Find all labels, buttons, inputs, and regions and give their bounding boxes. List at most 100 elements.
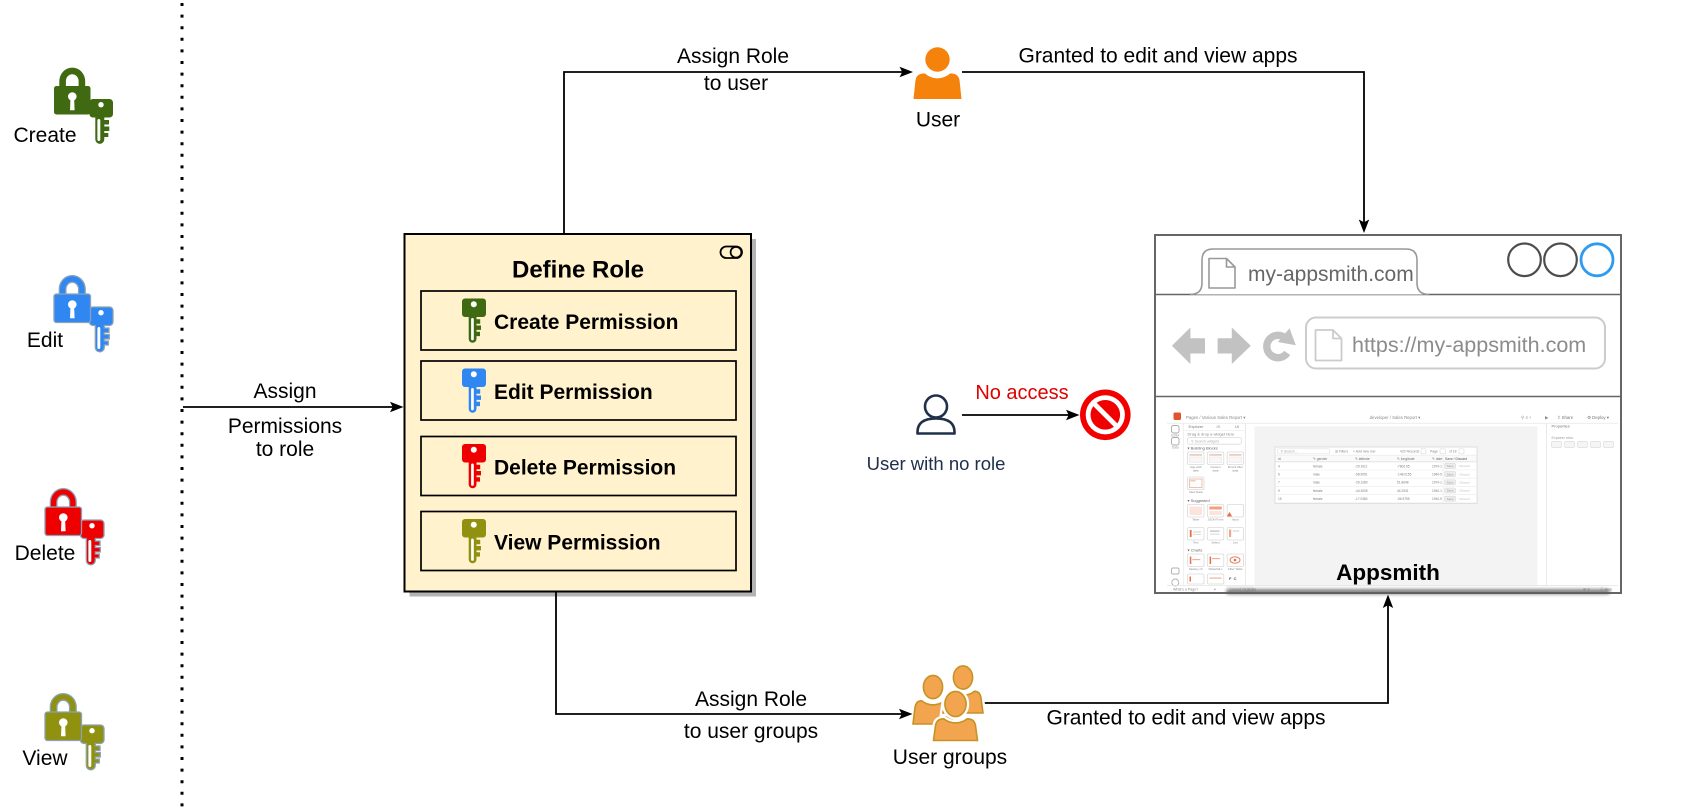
- svg-text:⚲ 4 +: ⚲ 4 +: [1521, 415, 1532, 420]
- svg-text:1940-5: 1940-5: [1432, 473, 1442, 477]
- svg-text:User groups: User groups: [893, 746, 1007, 769]
- svg-text:Create Permission: Create Permission: [494, 311, 678, 334]
- svg-text:-148.0155: -148.0155: [1397, 473, 1412, 477]
- svg-text:-29.1911: -29.1911: [1355, 464, 1368, 468]
- svg-text:Discard: Discard: [1459, 472, 1470, 476]
- svg-text:to user: to user: [704, 72, 768, 95]
- svg-text:App with: App with: [1190, 465, 1202, 469]
- svg-text:List: List: [1233, 541, 1238, 545]
- svg-text:Save: Save: [1447, 464, 1454, 468]
- svg-text:Edit Permission: Edit Permission: [494, 381, 653, 404]
- svg-text:https://my-appsmith.com: https://my-appsmith.com: [1352, 333, 1586, 357]
- svg-text:UI: UI: [1235, 424, 1239, 429]
- svg-text:Editor: Editor: [1171, 434, 1180, 438]
- svg-text:15: 15: [1278, 497, 1282, 501]
- svg-text:female: female: [1313, 497, 1323, 501]
- svg-text:Explorer view: Explorer view: [1552, 436, 1574, 440]
- svg-text:female: female: [1313, 489, 1323, 493]
- svg-text:Assign Role: Assign Role: [677, 45, 789, 68]
- svg-text:Input: Input: [1232, 518, 1239, 522]
- svg-text:-7802.95: -7802.95: [1397, 464, 1410, 468]
- svg-text:1940-5: 1940-5: [1432, 497, 1442, 501]
- svg-text:Waterfall c: Waterfall c: [1208, 567, 1223, 571]
- svg-text:Delete: Delete: [15, 542, 76, 565]
- svg-text:+ Add new row: + Add new row: [1353, 449, 1376, 453]
- svg-text:Assign: Assign: [253, 380, 316, 403]
- svg-text:No access: No access: [975, 382, 1068, 404]
- svg-text:Sankey ch: Sankey ch: [1189, 567, 1203, 571]
- svg-text:Find & filter: Find & filter: [1228, 465, 1243, 469]
- svg-text:-58.9051: -58.9051: [1355, 473, 1368, 477]
- svg-text:my-appsmith.com: my-appsmith.com: [1248, 263, 1414, 286]
- svg-text:9: 9: [1278, 489, 1280, 493]
- svg-text:-17.0384: -17.0384: [1355, 497, 1368, 501]
- svg-text:420 Records: 420 Records: [1400, 449, 1420, 453]
- svg-text:44.2531: 44.2531: [1397, 489, 1409, 493]
- svg-text:male: male: [1313, 473, 1320, 477]
- svg-text:Discard: Discard: [1459, 489, 1470, 493]
- svg-text:Assign Role: Assign Role: [695, 688, 807, 711]
- svg-text:▶: ▶: [1545, 415, 1549, 420]
- svg-text:Select: Select: [1211, 541, 1220, 545]
- svg-text:ⓘ Help: ⓘ Help: [1600, 586, 1612, 591]
- svg-text:1940-1: 1940-1: [1432, 489, 1442, 493]
- svg-text:View Permission: View Permission: [494, 532, 661, 555]
- svg-text:What's a Page?: What's a Page?: [1173, 587, 1198, 591]
- svg-text:✎ latitude: ✎ latitude: [1355, 457, 1370, 461]
- svg-text:51.8648: 51.8648: [1397, 481, 1409, 485]
- svg-text:Save: Save: [1447, 497, 1454, 501]
- svg-text:▾ Building Blocks: ▾ Building Blocks: [1188, 446, 1218, 451]
- svg-text:Drag & drop a widget here: Drag & drop a widget here: [1188, 431, 1235, 436]
- svg-text:JSON Form: JSON Form: [1208, 518, 1224, 522]
- svg-text:Discard: Discard: [1459, 497, 1470, 501]
- svg-text:⚙ Deploy ▾: ⚙ Deploy ▾: [1587, 415, 1609, 420]
- svg-text:Appsmith: Appsmith: [1336, 560, 1440, 585]
- svg-text:▾ Suggested: ▾ Suggested: [1188, 498, 1210, 503]
- svg-text:F C: F C: [1229, 576, 1237, 581]
- svg-text:4: 4: [1278, 464, 1280, 468]
- svg-text:7: 7: [1278, 481, 1280, 485]
- svg-text:Save: Save: [1447, 472, 1454, 476]
- svg-text:-44.3005: -44.3005: [1355, 489, 1368, 493]
- svg-text:Save: Save: [1447, 489, 1454, 493]
- svg-text:User: User: [916, 109, 960, 132]
- svg-text:id: id: [1278, 457, 1281, 461]
- svg-text:to role: to role: [256, 438, 314, 461]
- svg-text:Filter Table: Filter Table: [1228, 567, 1243, 571]
- svg-text:Save: Save: [1447, 481, 1454, 485]
- svg-text:⚲ Search...: ⚲ Search...: [1281, 449, 1298, 453]
- svg-text:Discard: Discard: [1459, 481, 1470, 485]
- svg-text:male: male: [1313, 481, 1320, 485]
- svg-text:-26.1280: -26.1280: [1355, 481, 1368, 485]
- svg-text:⚲ Search widgets: ⚲ Search widgets: [1191, 439, 1219, 443]
- svg-text:View Data: View Data: [1189, 490, 1203, 494]
- svg-text:Custom: Custom: [1210, 465, 1221, 469]
- svg-text:JS: JS: [1216, 424, 1221, 429]
- svg-text:Granted to edit and view apps: Granted to edit and view apps: [1018, 45, 1297, 68]
- svg-text:Define Role: Define Role: [512, 257, 644, 284]
- svg-text:1970-1: 1970-1: [1432, 481, 1442, 485]
- svg-text:✎ longitude: ✎ longitude: [1397, 457, 1415, 461]
- svg-text:Data: Data: [1172, 446, 1179, 450]
- svg-text:Pages / Various Sales Report ▾: Pages / Various Sales Report ▾: [1186, 415, 1245, 420]
- svg-text:▾: ▾: [1214, 587, 1216, 591]
- svg-text:data: data: [1193, 469, 1199, 473]
- svg-text:1970-1: 1970-1: [1432, 464, 1442, 468]
- svg-text:View: View: [22, 747, 68, 770]
- svg-text:Explorer: Explorer: [1189, 424, 1205, 429]
- svg-text:Delete Permission: Delete Permission: [494, 457, 676, 480]
- svg-text:✎ date: ✎ date: [1432, 457, 1442, 461]
- svg-text:data: data: [1213, 469, 1219, 473]
- svg-text:to user groups: to user groups: [684, 720, 818, 743]
- svg-text:Save / Discard: Save / Discard: [1445, 457, 1467, 461]
- svg-text:developer / Sales Report ▾: developer / Sales Report ▾: [1370, 415, 1421, 420]
- svg-text:Page: Page: [1430, 449, 1438, 453]
- svg-text:data: data: [1232, 469, 1238, 473]
- svg-text:Create: Create: [13, 124, 76, 147]
- svg-text:-56.9755: -56.9755: [1397, 497, 1410, 501]
- svg-text:6: 6: [1278, 473, 1280, 477]
- svg-text:✎ gender: ✎ gender: [1313, 457, 1328, 461]
- svg-text:☰ Filters: ☰ Filters: [1335, 449, 1349, 453]
- svg-text:Granted to edit and view apps: Granted to edit and view apps: [1046, 707, 1325, 730]
- svg-text:Permissions: Permissions: [228, 415, 342, 438]
